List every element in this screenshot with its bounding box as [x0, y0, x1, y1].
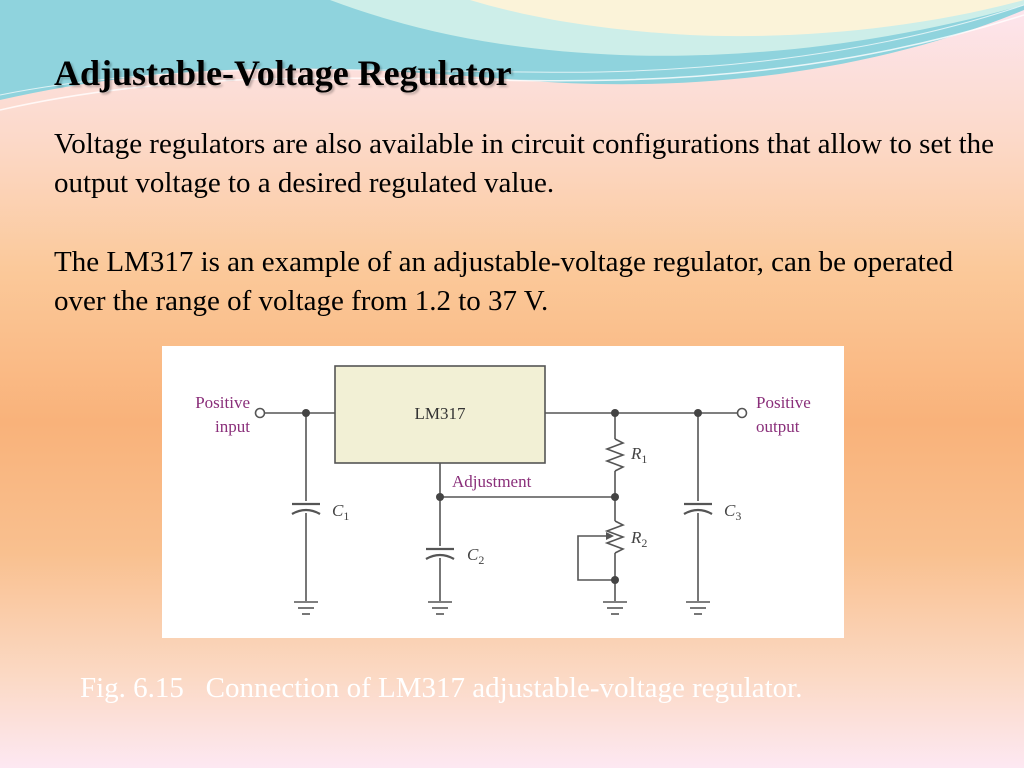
lm317-ic-block	[334, 365, 546, 464]
output-terminal	[736, 407, 748, 419]
paragraph-intro: Voltage regulators are also available in…	[54, 128, 995, 199]
input-label-line2: input	[215, 417, 250, 436]
circuit-diagram: LM317 Positive input Positive output Adj…	[195, 365, 811, 615]
input-label-line1: Positive	[195, 393, 250, 412]
figure-caption: Fig. 6.15 Connection of LM317 adjustable…	[80, 672, 803, 704]
svg-text:C3: C3	[724, 501, 741, 523]
circuit-figure: LM317 Positive input Positive output Adj…	[162, 346, 844, 638]
c3-subscript: 3	[735, 509, 741, 523]
input-terminal	[254, 407, 266, 419]
svg-text:C1: C1	[332, 501, 349, 523]
c1-label: C	[332, 501, 344, 520]
svg-text:R1: R1	[630, 444, 647, 466]
svg-text:R2: R2	[630, 528, 647, 550]
adjustment-label: Adjustment	[452, 472, 532, 491]
svg-text:C2: C2	[467, 545, 484, 567]
c3-label: C	[724, 501, 736, 520]
output-label-line1: Positive	[756, 393, 811, 412]
r1-subscript: 1	[641, 452, 647, 466]
slide-title: Adjustable-Voltage Regulator	[54, 53, 512, 93]
r1-label: R	[630, 444, 642, 463]
decorative-wave-header	[0, 0, 1024, 111]
paragraph-lm317: The LM317 is an example of an adjustable…	[54, 246, 954, 317]
r2-label: R	[630, 528, 642, 547]
c1-subscript: 1	[343, 509, 349, 523]
r2-subscript: 2	[641, 536, 647, 550]
c2-label: C	[467, 545, 479, 564]
c2-subscript: 2	[478, 553, 484, 567]
ic-label: LM317	[415, 404, 467, 423]
output-label-line2: output	[756, 417, 800, 436]
